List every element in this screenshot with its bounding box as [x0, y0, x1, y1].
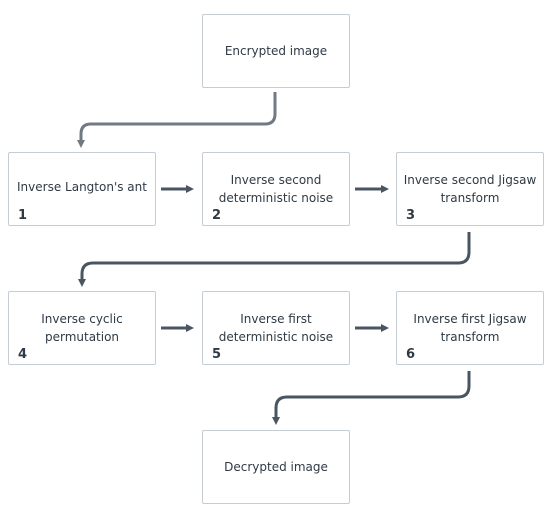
- arrow-step3-to-step4: [78, 232, 471, 287]
- step-1-node: Inverse Langton's ant 1: [8, 152, 156, 226]
- node-label: Inverse Langton's ant: [17, 180, 147, 194]
- node-label: Inverse second deterministic noise: [218, 173, 334, 205]
- node-label: Inverse first deterministic noise: [218, 312, 334, 344]
- step-number: 4: [18, 347, 28, 362]
- step-number: 6: [406, 347, 416, 362]
- node-label: Decrypted image: [224, 460, 328, 474]
- arrow-step6-to-decrypted: [272, 371, 471, 425]
- step-number: 1: [18, 208, 28, 223]
- step-6-node: Inverse first Jigsaw transform 6: [396, 291, 544, 365]
- step-number: 2: [212, 208, 222, 223]
- node-label: Inverse cyclic permutation: [41, 312, 123, 344]
- step-3-node: Inverse second Jigsaw transform 3: [396, 152, 544, 226]
- step-2-node: Inverse second deterministic noise 2: [202, 152, 350, 226]
- node-label: Encrypted image: [224, 44, 328, 58]
- arrow-encrypted-to-step1: [77, 92, 277, 148]
- step-5-node: Inverse first deterministic noise 5: [202, 291, 350, 365]
- step-number: 5: [212, 347, 222, 362]
- encrypted-image-node: Encrypted image: [202, 14, 350, 88]
- node-label: Inverse first Jigsaw transform: [413, 312, 527, 344]
- step-number: 3: [406, 208, 416, 223]
- decrypted-image-node: Decrypted image: [202, 430, 350, 504]
- node-label: Inverse second Jigsaw transform: [403, 173, 537, 205]
- step-4-node: Inverse cyclic permutation 4: [8, 291, 156, 365]
